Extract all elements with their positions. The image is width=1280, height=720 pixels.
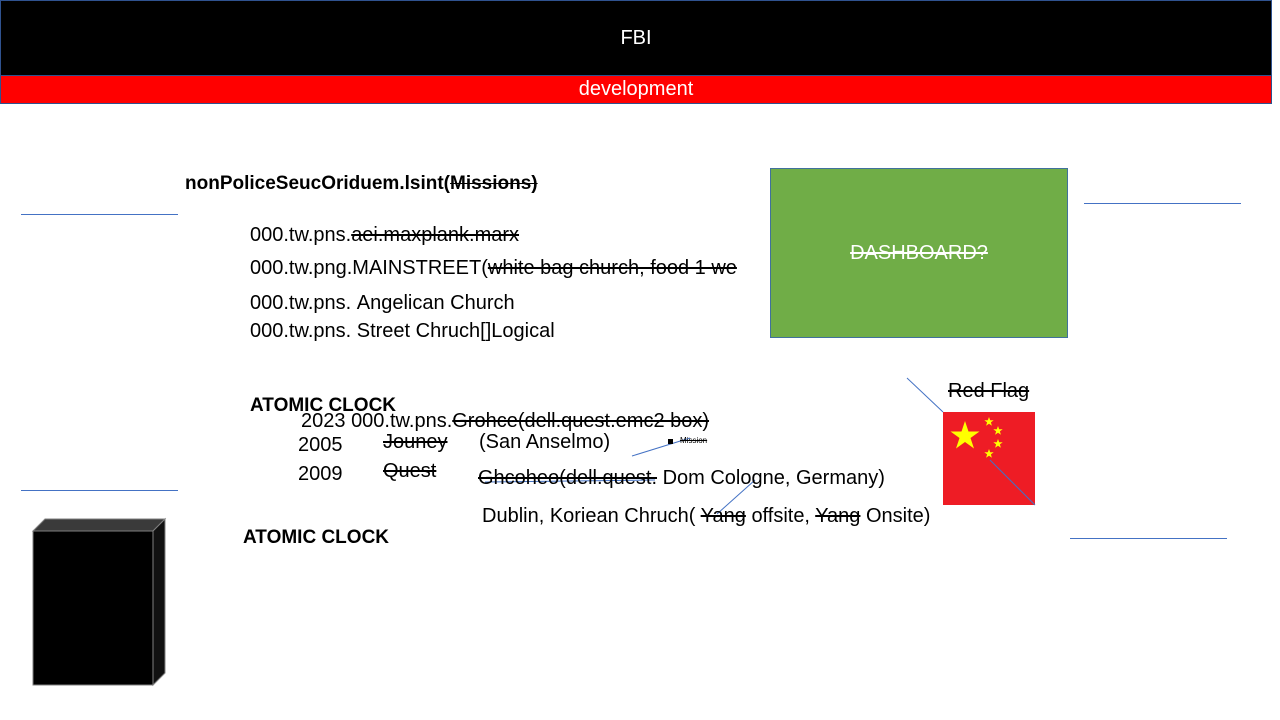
divider-left-top bbox=[21, 214, 178, 215]
timeline-year: 2023 bbox=[301, 410, 346, 432]
china-flag-icon bbox=[943, 412, 1035, 505]
entry-row: 000.tw.pns.aei.maxplank.marx bbox=[250, 224, 519, 247]
entry-struck: aei.maxplank.marx bbox=[351, 224, 520, 246]
timeline-row-2023: 2023 000.tw.pns.Grohce(dell.quest.emc2 b… bbox=[301, 410, 709, 433]
heading-prefix: nonPoliceSeucOriduem.lsint( bbox=[185, 173, 450, 194]
entry-prefix: 000.tw.png.MAINSTREET( bbox=[250, 257, 488, 279]
heading-struck: Missions) bbox=[450, 173, 538, 194]
dashboard-box[interactable]: DASHBOARD? bbox=[770, 168, 1068, 338]
environment-label: development bbox=[578, 78, 694, 100]
mission-marker-icon bbox=[668, 439, 673, 444]
header-title: FBI bbox=[620, 26, 652, 49]
dublin-row: Dublin, Koriean Chruch( Yang offsite, Ya… bbox=[482, 505, 930, 528]
entry-row: 000.tw.pns. Angelican Church bbox=[250, 292, 515, 315]
dublin-name1: Yang bbox=[700, 505, 746, 527]
dublin-name2: Yang bbox=[815, 505, 861, 527]
timeline-place-struck: Ghcoheo(dell.quest. bbox=[478, 467, 658, 489]
timeline-place: Ghcoheo(dell.quest. Dom Cologne, Germany… bbox=[478, 467, 885, 490]
timeline-struck: Grohce(dell.quest.emc2 box) bbox=[452, 410, 710, 432]
entry-struck: white bag church, food 1 we bbox=[487, 257, 737, 279]
dublin-part1: Dublin, Koriean Chruch( bbox=[482, 505, 696, 527]
timeline-year: 2005 bbox=[298, 434, 343, 456]
atomic-clock-label: ATOMIC CLOCK bbox=[243, 527, 390, 548]
timeline-year: 2009 bbox=[298, 463, 343, 485]
entry-prefix: 000.tw.pns. bbox=[250, 292, 352, 314]
entry-suffix: Street Chruch[]Logical bbox=[356, 320, 555, 342]
atomic-clock-box-icon bbox=[31, 517, 167, 687]
entry-row: 000.tw.png.MAINSTREET(white bag church, … bbox=[250, 257, 737, 280]
missions-heading: nonPoliceSeucOriduem.lsint(Missions) bbox=[185, 173, 538, 195]
timeline-prefix: 000.tw.pns. bbox=[351, 410, 453, 432]
divider-left-bottom bbox=[21, 490, 178, 491]
divider-right-bottom bbox=[1070, 538, 1227, 539]
dublin-part3: Onsite) bbox=[866, 505, 931, 527]
timeline-struck: Jouney bbox=[383, 431, 448, 453]
entry-row: 000.tw.pns. Street Chruch[]Logical bbox=[250, 320, 555, 343]
dublin-part2: offsite, bbox=[751, 505, 810, 527]
entry-prefix: 000.tw.pns. bbox=[250, 320, 352, 342]
entry-prefix: 000.tw.pns. bbox=[250, 224, 352, 246]
divider-right-top bbox=[1084, 203, 1241, 204]
header-bar: FBI bbox=[0, 0, 1272, 76]
red-flag-label: Red Flag bbox=[948, 380, 1030, 402]
entry-suffix: Angelican Church bbox=[356, 292, 515, 314]
atomic-clock-label: ATOMIC CLOCK bbox=[250, 395, 397, 416]
dashboard-label: DASHBOARD? bbox=[850, 241, 988, 264]
environment-bar: development bbox=[0, 75, 1272, 104]
timeline-place: (San Anselmo) bbox=[479, 431, 611, 453]
mission-label: Mission bbox=[680, 436, 708, 445]
timeline-place-text: Dom Cologne, Germany) bbox=[662, 467, 885, 489]
timeline-struck: Quest bbox=[383, 460, 437, 482]
